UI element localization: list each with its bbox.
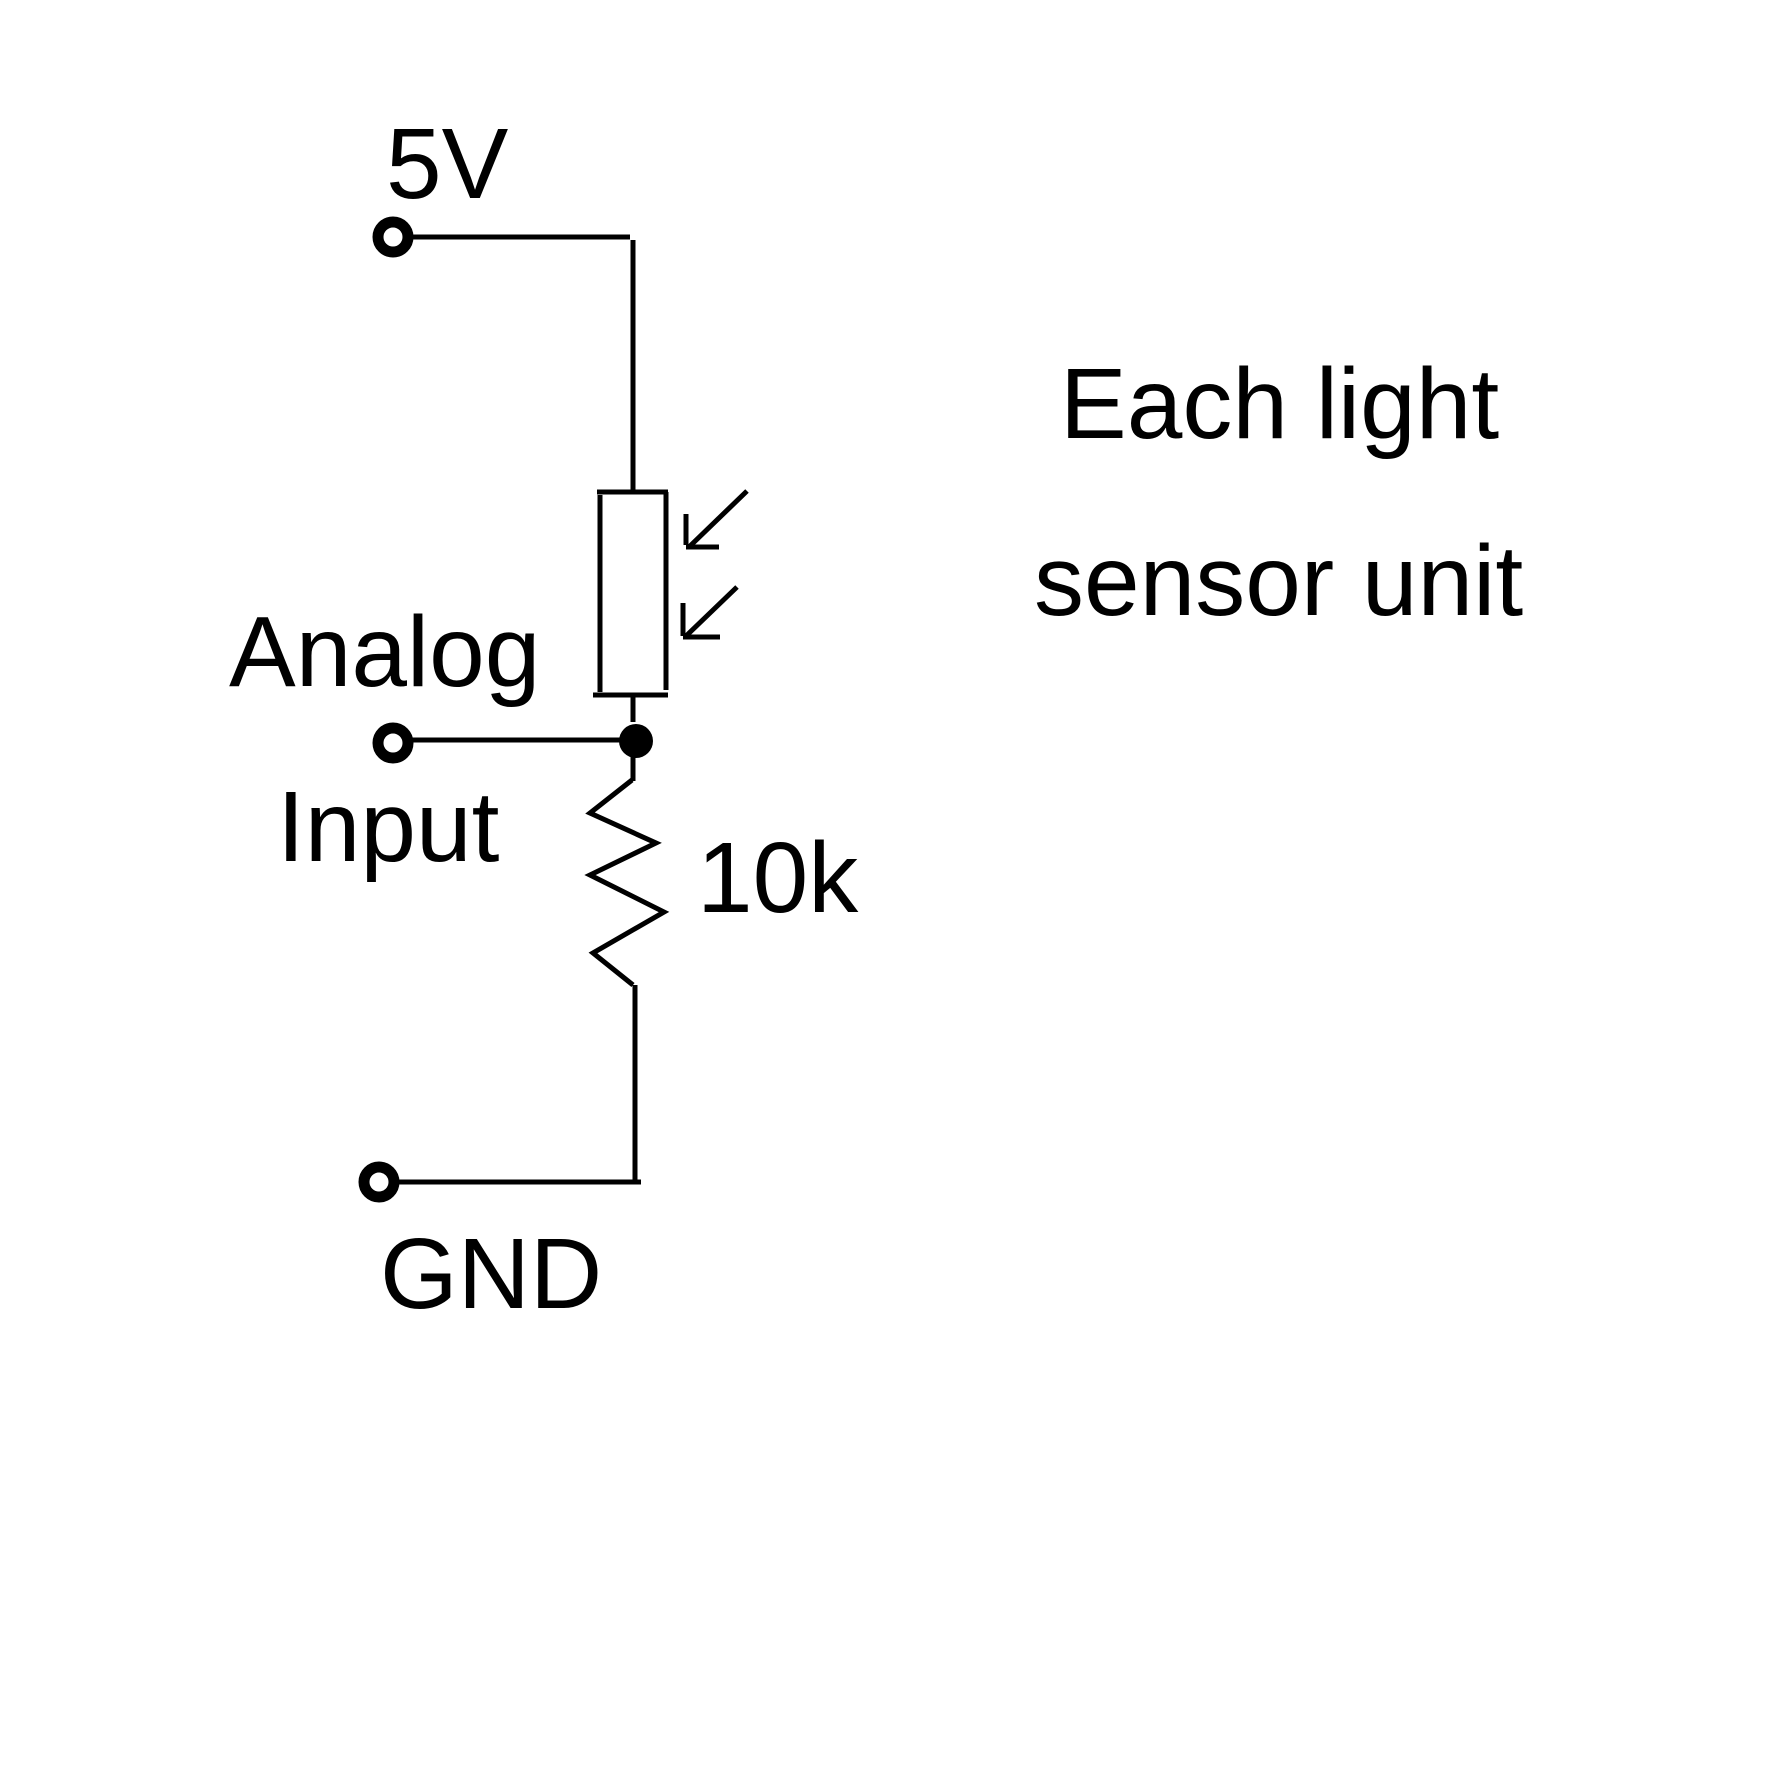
terminal-analog-input bbox=[372, 722, 414, 764]
note-line-1: Each light bbox=[1060, 348, 1499, 460]
note-line-2: sensor unit bbox=[1034, 525, 1523, 637]
resistor-zigzag-icon bbox=[584, 778, 670, 987]
light-arrow-icon bbox=[683, 489, 749, 550]
terminal-icon bbox=[372, 216, 414, 258]
label-analog: Analog bbox=[229, 596, 540, 708]
terminal-icon bbox=[372, 722, 414, 764]
label-resistor-value: 10k bbox=[697, 822, 859, 934]
label-input: Input bbox=[277, 771, 500, 883]
terminal-icon bbox=[358, 1161, 400, 1203]
terminal-gnd bbox=[358, 1161, 400, 1203]
terminal-5v bbox=[372, 216, 414, 258]
label-5v: 5V bbox=[386, 108, 509, 220]
label-gnd: GND bbox=[380, 1218, 602, 1330]
junction-dot-icon bbox=[619, 724, 653, 758]
photoresistor bbox=[593, 489, 749, 698]
light-arrow-icon bbox=[680, 585, 739, 640]
